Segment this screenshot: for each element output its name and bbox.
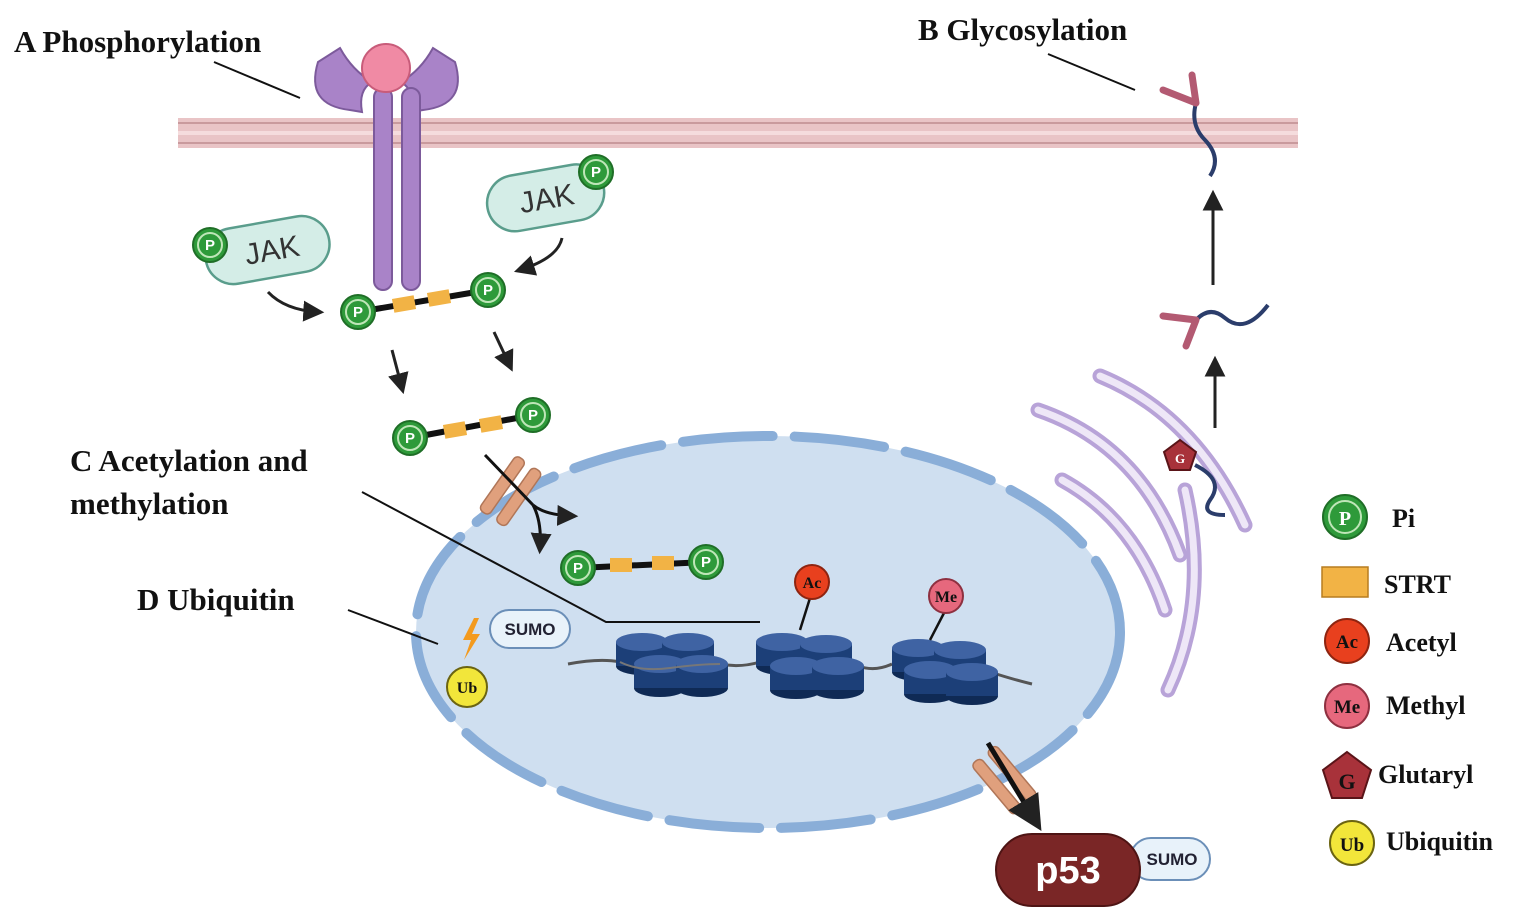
receptor (314, 43, 459, 291)
glycoprotein-membrane (1159, 71, 1217, 178)
legend-symbol-acetyl: Ac (1336, 632, 1358, 653)
legend-item-ubiquitin: Ub Ubiquitin (1329, 820, 1493, 866)
arrow-jak-left (266, 290, 325, 322)
strt-chain-nucleus: P P (560, 544, 724, 586)
p-label: P (483, 282, 493, 299)
ac-label: Ac (803, 575, 822, 592)
arrow-jak-right (513, 237, 564, 276)
legend-symbol-ubiquitin: Ub (1340, 835, 1364, 856)
g-label: G (1175, 451, 1185, 466)
p-label: P (528, 407, 538, 424)
legend-label-glutaryl: Glutaryl (1378, 760, 1473, 789)
arrow-down-left (388, 349, 409, 395)
label-c-line2: methylation (70, 486, 228, 521)
legend-symbol-methyl: Me (1334, 697, 1360, 718)
p53-protein: SUMO p53 (995, 833, 1211, 907)
leader-b (1047, 53, 1136, 91)
nucleus (411, 431, 1125, 833)
arrow-down-right (492, 331, 514, 372)
jak-right: JAK P (485, 154, 614, 233)
label-d-ubiquitin: D Ubiquitin (137, 582, 295, 617)
ubiquitin-sumo-group: SUMO Ub (446, 609, 571, 708)
nucleosome-group-2 (756, 633, 864, 699)
legend-item-acetyl: Ac Acetyl (1324, 618, 1457, 664)
chromatin (567, 633, 1033, 705)
label-a-phosphorylation: A Phosphorylation (14, 24, 261, 59)
p53-label: p53 (1035, 850, 1100, 892)
leader-d (347, 609, 439, 645)
legend-label-methyl: Methyl (1386, 691, 1465, 720)
p-label: P (205, 237, 215, 254)
legend-label-acetyl: Acetyl (1386, 628, 1457, 657)
cell-membrane (178, 118, 1298, 148)
legend-label-ubiquitin: Ubiquitin (1386, 827, 1493, 856)
leader-a (213, 61, 301, 99)
glutaryl-mark: G (1162, 438, 1226, 517)
label-b-glycosylation: B Glycosylation (918, 12, 1127, 47)
legend-item-pi: P Pi (1322, 494, 1415, 540)
ligand (361, 43, 411, 93)
legend-symbol-pi: P (1339, 508, 1351, 530)
p-label: P (701, 554, 711, 571)
lightning-icon (463, 618, 480, 660)
p-label: P (353, 304, 363, 321)
nucleosome-group-3 (892, 639, 998, 705)
legend-item-strt: STRT (1321, 566, 1451, 599)
legend-symbol-glutaryl: G (1338, 769, 1355, 794)
acetyl-mark: Ac (794, 564, 830, 631)
jak-left: JAK P (192, 214, 331, 286)
legend-item-glutaryl: G Glutaryl (1321, 750, 1473, 799)
p-label: P (405, 430, 415, 447)
strt-chain-cytoplasm: P P (392, 397, 551, 456)
strt-chain-receptor: P P (340, 272, 506, 330)
sumo-label: SUMO (1147, 850, 1198, 869)
nuclear-pore-entry (479, 453, 579, 555)
label-c-line1: C Acetylation and (70, 443, 308, 478)
glycoprotein-middle (1159, 303, 1270, 350)
methyl-mark: Me (928, 578, 964, 641)
legend: P Pi STRT Ac Acetyl Me Methyl G Glutaryl… (1321, 494, 1493, 866)
leader-c (361, 491, 760, 623)
p-label: P (573, 560, 583, 577)
sumo-label: SUMO (505, 620, 556, 639)
legend-item-methyl: Me Methyl (1324, 683, 1465, 729)
legend-label-strt: STRT (1384, 570, 1451, 599)
p-label: P (591, 164, 601, 181)
ub-label: Ub (457, 680, 478, 697)
golgi-inner (1034, 372, 1249, 694)
me-label: Me (935, 589, 957, 606)
legend-label-pi: Pi (1392, 504, 1415, 533)
nuclear-pore-exit (972, 741, 1042, 831)
